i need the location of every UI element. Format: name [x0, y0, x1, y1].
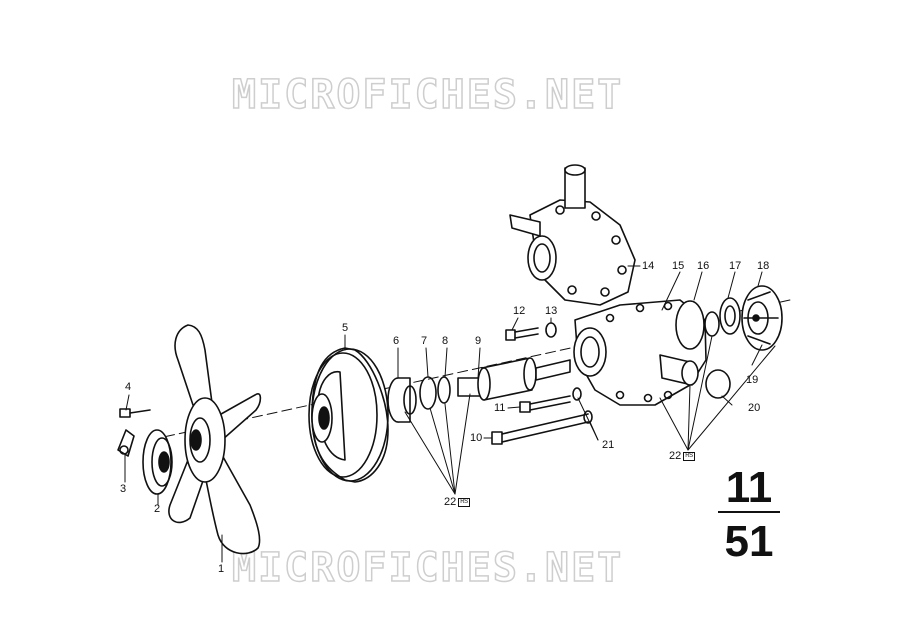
callout-1: 1 [218, 563, 225, 575]
washer-21b-drawing [583, 410, 593, 424]
callout-5: 5 [342, 322, 349, 334]
callout-15: 15 [672, 260, 685, 272]
bolt-10-drawing [491, 413, 589, 445]
callout-13: 13 [545, 305, 558, 317]
fan-hub-drawing [142, 429, 173, 495]
rs-badge: RS [683, 451, 695, 461]
group-number-main: 11 [725, 463, 773, 512]
pump-cover-drawing [509, 164, 636, 306]
callout-12: 12 [513, 305, 526, 317]
callout-10: 10 [470, 432, 483, 444]
callout-8: 8 [442, 335, 449, 347]
callout-4: 4 [125, 381, 132, 393]
plug-20-drawing [705, 369, 731, 399]
clip-drawing [117, 429, 135, 457]
callout-2: 2 [154, 503, 161, 515]
group-number-sub: 51 [724, 517, 774, 566]
watermark-bottom: MICROFICHES.NET [231, 544, 624, 592]
watermark-top: MICROFICHES.NET [231, 71, 624, 119]
callout-16: 16 [697, 260, 710, 272]
callout-17: 17 [729, 260, 742, 272]
callout-7: 7 [421, 335, 428, 347]
rs-badge: RS [458, 497, 470, 507]
callout-11: 11 [494, 402, 506, 414]
callout-19: 19 [746, 374, 759, 386]
group-number-divider [718, 511, 780, 513]
bolt-12-drawing [505, 327, 539, 341]
callout-6: 6 [393, 335, 400, 347]
washer-21a-drawing [572, 387, 582, 401]
callout-9: 9 [475, 335, 482, 347]
callout-14: 14 [642, 260, 655, 272]
washer-13-drawing [545, 322, 557, 338]
callout-18: 18 [757, 260, 770, 272]
callout-20: 20 [748, 402, 761, 414]
pump-housing-drawing [573, 299, 707, 406]
ring-7-drawing [419, 376, 437, 410]
ring-8-drawing [437, 376, 451, 404]
seal-17-drawing [704, 297, 741, 337]
callout-21: 21 [602, 439, 615, 451]
fan-drawing [168, 324, 262, 555]
hub-flange-drawing [387, 377, 417, 423]
callout-22-right-number: 22 [669, 450, 682, 462]
bearing-shaft-drawing [457, 357, 571, 401]
bolt-4-drawing [119, 408, 151, 418]
callout-3: 3 [120, 483, 127, 495]
callout-22-left-number: 22 [444, 496, 457, 508]
impeller-drawing [741, 285, 783, 351]
bolt-11-drawing [519, 395, 571, 413]
pulley-drawing [308, 347, 389, 483]
